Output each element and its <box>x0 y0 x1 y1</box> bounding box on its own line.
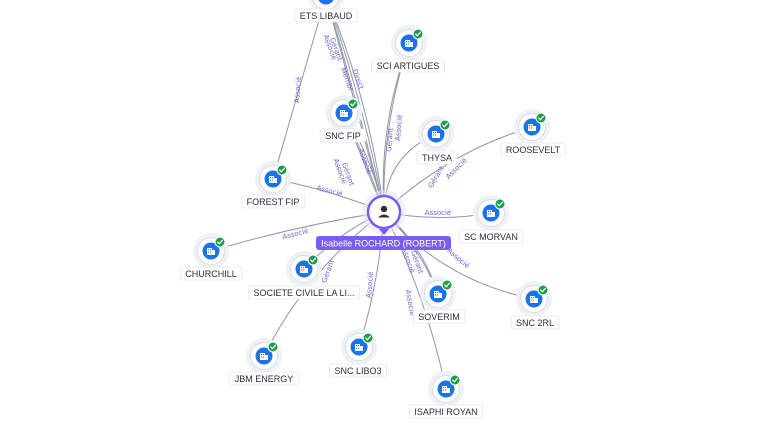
node-label: SNC FIP <box>325 131 361 141</box>
building-icon <box>482 204 500 222</box>
company-node-thysa[interactable]: THYSA <box>416 116 458 165</box>
node-label: JBM ENERGY <box>235 374 294 384</box>
verified-check-icon <box>441 279 453 291</box>
node-label-box <box>241 194 305 209</box>
node-label: ISAPHI ROYAN <box>414 407 477 417</box>
building-icon <box>437 380 455 398</box>
edge-label: Associé <box>316 184 344 199</box>
edge-label: Associé <box>425 209 451 217</box>
edge-label: Associé <box>293 76 303 103</box>
building-icon <box>427 125 445 143</box>
nodes-layer: ETS LIBAUD SCI ARTIGUES SNC FIP THYSA ROOSEV… <box>179 0 566 419</box>
company-node-jbm-energy[interactable]: JBM ENERGY <box>229 338 299 386</box>
building-icon <box>202 242 220 260</box>
verified-check-icon <box>412 28 424 40</box>
center-pointer <box>379 229 389 235</box>
node-label: SC MORVAN <box>464 232 518 242</box>
edge-label: Gérant <box>427 164 446 189</box>
node-label: SOVERIM <box>418 312 460 322</box>
building-icon <box>264 170 282 188</box>
company-node-soverim[interactable]: SOVERIM <box>412 276 466 324</box>
verified-check-icon <box>439 119 451 131</box>
node-label-box <box>408 404 484 419</box>
company-node-sci-artigues[interactable]: SCI ARTIGUES <box>371 25 445 73</box>
node-label: FOREST FIP <box>247 197 300 207</box>
verified-check-icon <box>537 284 549 296</box>
node-label-box <box>416 150 458 165</box>
company-node-isaphi-royan[interactable]: ISAPHI ROYAN <box>408 371 484 419</box>
center-label-box <box>316 236 451 250</box>
verified-check-icon <box>449 374 461 386</box>
edge-label: Gérant <box>385 127 395 152</box>
node-label-box <box>248 285 360 300</box>
company-node-sc-morvan[interactable]: SC MORVAN <box>458 195 524 244</box>
company-node-snc-2rl[interactable]: SNC 2RL <box>510 281 560 330</box>
building-icon <box>429 285 447 303</box>
node-label-box <box>229 371 299 386</box>
edge-label: Gérant <box>320 258 336 284</box>
verified-check-icon <box>362 332 374 344</box>
verified-check-icon <box>276 164 288 176</box>
building-icon <box>295 260 313 278</box>
node-label-box <box>458 229 524 244</box>
node-label: ROOSEVELT <box>506 145 561 155</box>
node-label: SOCIETE CIVILE LA LI... <box>253 288 354 298</box>
company-node-snc-fip[interactable]: SNC FIP <box>319 95 367 143</box>
node-label-box <box>510 315 560 330</box>
verified-check-icon <box>307 254 319 266</box>
verified-check-icon <box>267 341 279 353</box>
center-person-node[interactable]: Isabelle ROCHARD (ROBERT) <box>316 190 451 250</box>
verified-check-icon <box>494 198 506 210</box>
company-node-churchill[interactable]: CHURCHILL <box>179 233 243 281</box>
edge-label: Associé <box>282 227 310 242</box>
node-label-box <box>500 142 566 157</box>
company-node-sci-la-li[interactable]: SOCIETE CIVILE LA LI... <box>248 251 360 300</box>
verified-check-icon <box>347 98 359 110</box>
company-node-forest-fip[interactable]: FOREST FIP <box>241 161 305 209</box>
node-label-box <box>329 363 387 378</box>
building-icon <box>400 34 418 52</box>
building-icon <box>523 118 541 136</box>
building-icon <box>525 290 543 308</box>
verified-check-icon <box>535 112 547 124</box>
building-icon <box>350 338 368 356</box>
verified-check-icon <box>214 236 226 248</box>
node-label: CHURCHILL <box>185 269 237 279</box>
node-label-box <box>371 58 445 73</box>
node-label: ETS LIBAUD <box>300 11 353 21</box>
building-icon <box>255 347 273 365</box>
company-node-ets-libaud[interactable]: ETS LIBAUD <box>294 0 358 23</box>
center-label: Isabelle ROCHARD (ROBERT) <box>321 239 446 249</box>
person-icon <box>378 205 390 218</box>
building-icon <box>335 104 353 122</box>
node-label: SNC 2RL <box>516 318 554 328</box>
node-label: SCI ARTIGUES <box>377 61 440 71</box>
edge-label: Associé <box>446 247 471 270</box>
node-label: SNC LIBO3 <box>334 366 381 376</box>
building-icon <box>318 0 334 5</box>
edge-label: Associé <box>394 114 404 141</box>
node-label-box <box>412 309 466 324</box>
edge-label: Associé <box>365 271 375 298</box>
company-node-roosevelt[interactable]: ROOSEVELT <box>500 109 566 157</box>
node-label-box <box>179 266 243 281</box>
company-node-snc-libo3[interactable]: SNC LIBO3 <box>329 329 387 378</box>
node-label: THYSA <box>422 153 452 163</box>
node-label-box <box>294 8 358 23</box>
node-label-box <box>319 128 367 143</box>
